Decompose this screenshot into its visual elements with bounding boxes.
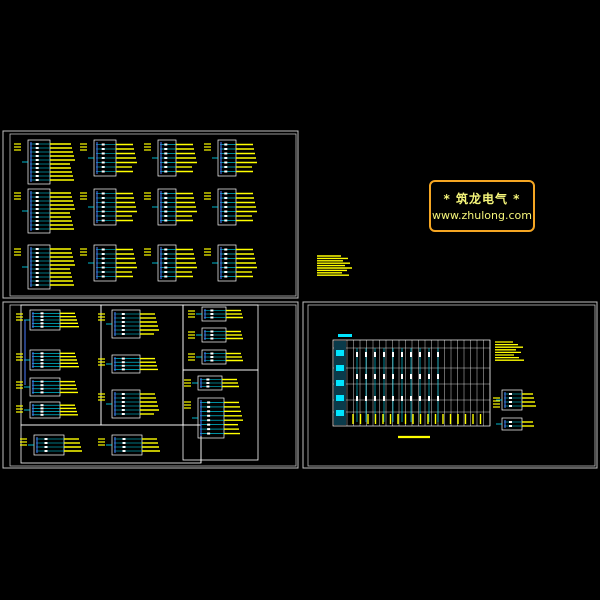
circuit-block (80, 139, 137, 177)
circuit-block (14, 139, 75, 185)
watermark-title: * 筑龙电气 * (443, 192, 521, 206)
circuit-block (80, 188, 137, 226)
legend-text-block (317, 255, 352, 276)
circuit-block (98, 354, 158, 374)
circuit-block (184, 397, 243, 439)
circuit-block (144, 188, 197, 226)
circuit-block (144, 139, 197, 177)
circuit-block (188, 349, 243, 365)
sheet2-panel-outlines (20, 304, 259, 464)
sheet-system-table (302, 301, 598, 469)
watermark-url: www.zhulong.com (432, 209, 532, 222)
circuit-block (16, 349, 79, 371)
circuit-block (184, 375, 239, 391)
circuit-block (16, 309, 79, 331)
zhulong-watermark-logo[interactable]: * 筑龙电气 * www.zhulong.com (429, 180, 535, 232)
circuit-block (80, 244, 137, 282)
circuit-block (496, 389, 536, 411)
circuit-block (98, 309, 159, 339)
sheet3-system-table (332, 334, 536, 439)
sheet-distribution-panels-2 (2, 301, 299, 469)
circuit-block (98, 389, 159, 419)
sheet-distribution-panels-1 (2, 130, 299, 299)
circuit-block (20, 434, 82, 456)
circuit-block (204, 244, 257, 282)
circuit-block (188, 306, 243, 322)
circuit-block (14, 244, 75, 290)
circuit-block (144, 244, 197, 282)
circuit-block (16, 401, 78, 419)
circuit-block (16, 377, 78, 397)
circuit-block (188, 327, 243, 343)
sheet2-circuit-blocks (16, 306, 243, 456)
circuit-block (14, 188, 75, 234)
sheet1-circuit-blocks (14, 139, 257, 290)
circuit-block (98, 434, 160, 456)
circuit-block (204, 139, 257, 177)
circuit-block (204, 188, 257, 226)
circuit-block (496, 417, 534, 431)
